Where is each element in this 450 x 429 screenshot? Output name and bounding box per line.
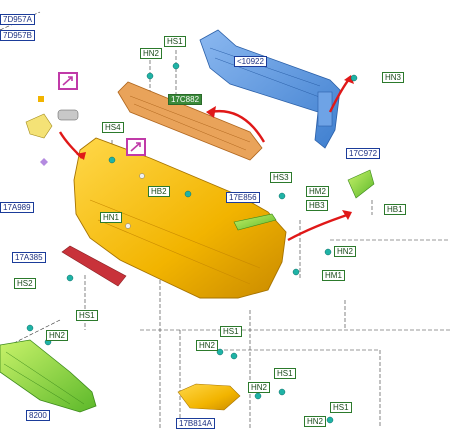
sensor-icon xyxy=(57,109,79,121)
part-label-hn2-far[interactable]: HN2 xyxy=(304,416,327,427)
part-label-17a385[interactable]: 17A385 xyxy=(12,252,46,263)
part-label-17c972[interactable]: 17C972 xyxy=(346,148,381,159)
part-label-17c882[interactable]: 17C882 xyxy=(168,94,203,105)
part-label-17e856[interactable]: 17E856 xyxy=(226,192,260,203)
part-label-hn3[interactable]: HN3 xyxy=(382,72,405,83)
part-label-hm2[interactable]: HM2 xyxy=(306,186,329,197)
part-label-hb3[interactable]: HB3 xyxy=(306,200,328,211)
part-label-hs1-far[interactable]: HS1 xyxy=(330,402,352,413)
side-bracket xyxy=(233,213,277,231)
part-label-17b814[interactable]: 17B814A xyxy=(176,418,215,429)
part-label-hb2-mid[interactable]: HB2 xyxy=(148,186,170,197)
part-label-hn1[interactable]: HN1 xyxy=(100,212,123,223)
fastener-icon xyxy=(26,62,358,424)
arrow-heads xyxy=(76,75,354,220)
lower-grille-strip xyxy=(61,245,127,287)
fog-lamp-grille xyxy=(0,339,97,413)
part-label-7d957b[interactable]: 7D957B xyxy=(0,30,35,41)
note-arrow-icon[interactable] xyxy=(58,72,78,90)
part-label-hn2-right[interactable]: HN2 xyxy=(334,246,357,257)
part-label-8200[interactable]: 8200 xyxy=(26,410,50,421)
part-label-7d957a[interactable]: 7D957A xyxy=(0,14,35,25)
part-label-hs2[interactable]: HS2 xyxy=(14,278,36,289)
part-label-hn2-top[interactable]: HN2 xyxy=(140,48,163,59)
part-label-hs1-left[interactable]: HS1 xyxy=(76,310,98,321)
fog-lamp-bezel xyxy=(177,383,241,411)
part-label-hs1-top[interactable]: HS1 xyxy=(164,36,186,47)
part-label-hs1-bottom-right[interactable]: HS1 xyxy=(274,368,296,379)
right-bracket xyxy=(347,169,375,199)
part-label-10922[interactable]: <10922 xyxy=(234,56,267,67)
part-label-17a989[interactable]: 17A989 xyxy=(0,202,34,213)
part-label-hn2-left[interactable]: HN2 xyxy=(46,330,69,341)
part-label-hn2-bottom-right[interactable]: HN2 xyxy=(248,382,271,393)
note-arrow-icon[interactable] xyxy=(126,138,146,156)
part-label-hs1-bottom[interactable]: HS1 xyxy=(220,326,242,337)
energy-absorber xyxy=(117,81,263,161)
sensor-bracket xyxy=(25,113,53,139)
marker-diamond xyxy=(40,158,48,166)
part-label-hm1[interactable]: HM1 xyxy=(322,270,345,281)
part-label-hs4[interactable]: HS4 xyxy=(102,122,124,133)
part-label-hs3[interactable]: HS3 xyxy=(270,172,292,183)
part-label-hb1[interactable]: HB1 xyxy=(384,204,406,215)
clip-icon xyxy=(125,173,145,229)
part-label-hn2-bottom-left[interactable]: HN2 xyxy=(196,340,219,351)
bumper-cover xyxy=(73,137,287,299)
marker-square xyxy=(38,96,44,102)
